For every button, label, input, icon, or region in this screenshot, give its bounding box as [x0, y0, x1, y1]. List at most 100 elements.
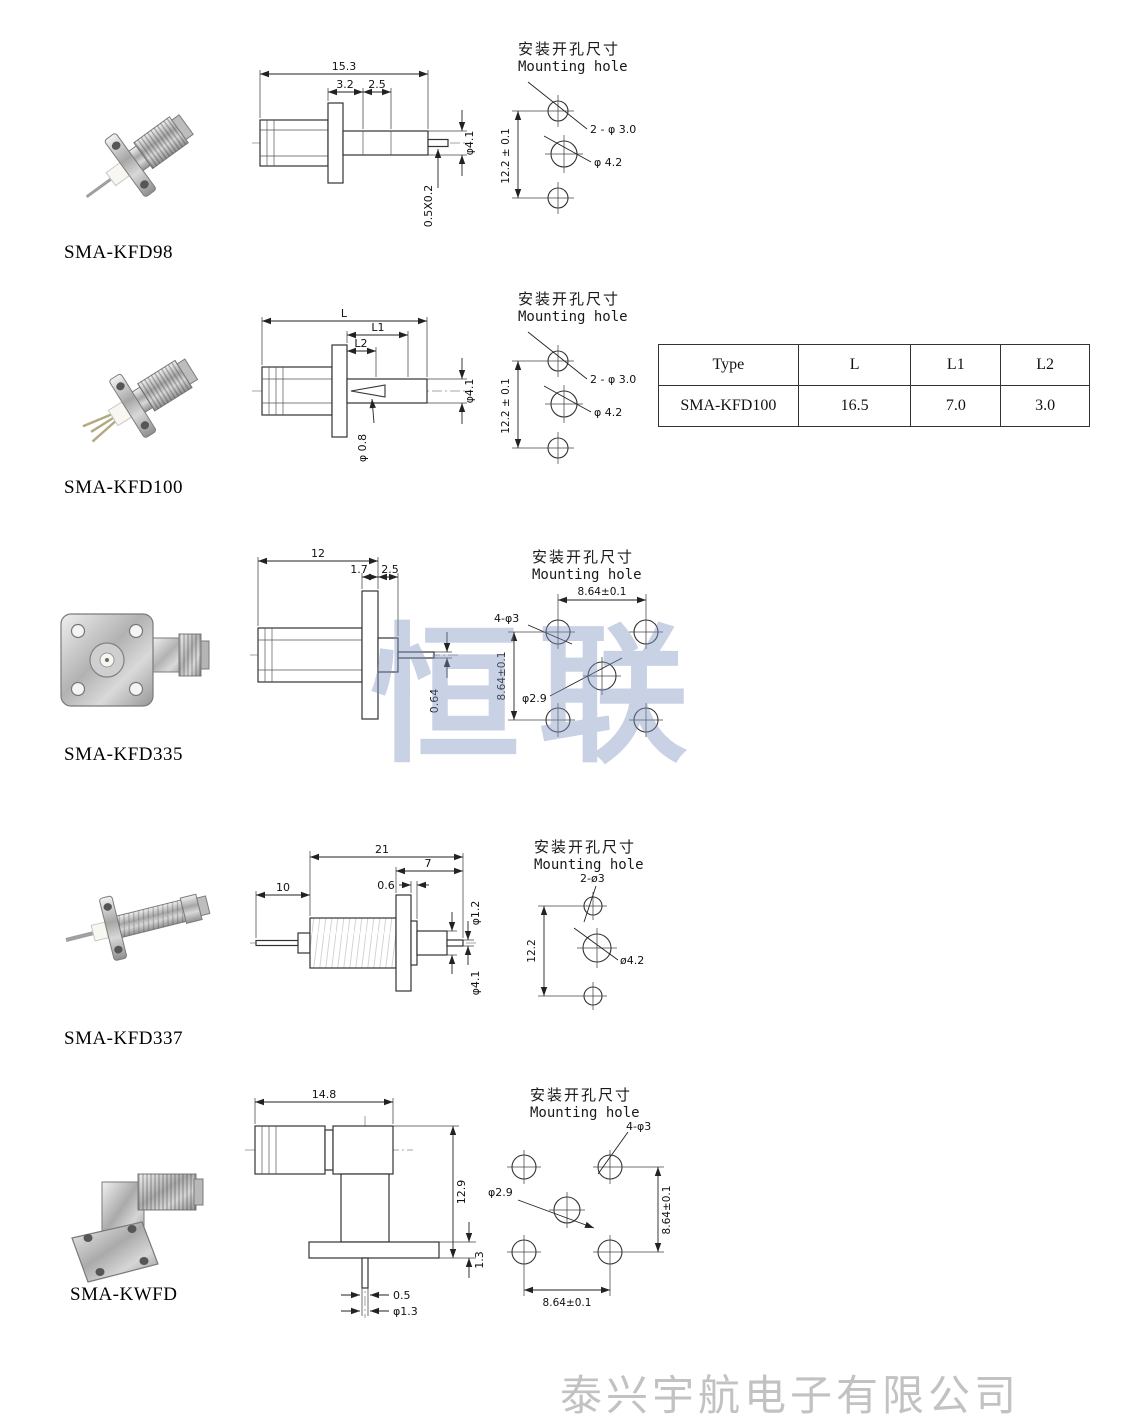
- kfd98-photo: [85, 114, 194, 199]
- kfd98-drawing: 15.3 3.2 2.5 φ4.1 0.5X0.2: [252, 60, 476, 228]
- col-header-type: Type: [658, 344, 799, 386]
- dimensions: 21 7 0.6 10 φ1.2 φ4.1: [255, 843, 482, 996]
- dim-a: 1.7: [350, 563, 368, 576]
- company-watermark: 泰兴宇航电子有限公司: [560, 1374, 1021, 1420]
- connector-photo-body: [71, 1173, 204, 1283]
- col-header-l1: L1: [910, 344, 1002, 386]
- kfd337-mounting-diagram: 2-ø3 ø4.2 12.2: [526, 872, 644, 1010]
- dim-c: 10: [276, 881, 290, 894]
- dim-pin-dia: φ1.2: [469, 901, 482, 926]
- dim-holes: 2 - φ 3.0: [590, 373, 636, 386]
- spec-table: Type L L1 L2 SMA-KFD100 16.5 7.0 3.0: [658, 344, 1090, 427]
- connector-photo-body: [82, 358, 199, 443]
- dim-pin: 0.5X0.2: [422, 185, 435, 228]
- kfd100-mounting-diagram: 2 - φ 3.0 φ 4.2 12.2 ± 0.1: [500, 331, 636, 464]
- dim-b: 2.5: [368, 78, 386, 91]
- connector-photo-body: [85, 114, 194, 199]
- dim-center-hole: φ2.9: [488, 1186, 513, 1199]
- dim-holes: 2-ø3: [580, 872, 605, 885]
- dim-overall: 15.3: [332, 60, 357, 73]
- mounting-title-en: Mounting hole: [530, 1104, 640, 1121]
- col-header-l: L: [797, 344, 912, 386]
- connector-photo-body: [60, 613, 210, 707]
- side-view-outline: [250, 894, 478, 992]
- cell-type: SMA-KFD100: [658, 385, 799, 427]
- dim-b: 2.5: [381, 563, 399, 576]
- dimensions: 15.3 3.2 2.5 φ4.1 0.5X0.2: [259, 60, 476, 228]
- mounting-title-en: Mounting hole: [532, 566, 642, 583]
- dim-pitch: 12.2: [526, 939, 538, 962]
- dim-pin-w: 0.5: [393, 1289, 411, 1302]
- side-view-outline: [250, 590, 461, 720]
- dim-dia: φ4.1: [463, 379, 476, 404]
- dim-pin: φ 0.8: [356, 434, 369, 462]
- kfd335-drawing: 12 1.7 2.5 0.64: [250, 547, 461, 720]
- mounting-holes: [577, 892, 617, 1010]
- dim-pitch-side: 8.64±0.1: [496, 652, 508, 701]
- dim-a: L1: [371, 321, 384, 334]
- mounting-title-en: Mounting hole: [534, 856, 644, 873]
- kfd337-drawing: 21 7 0.6 10 φ1.2 φ4.1: [250, 843, 482, 996]
- dim-center-hole: φ 4.2: [594, 406, 622, 419]
- dim-a: 3.2: [336, 78, 354, 91]
- dim-dia: φ4.1: [463, 131, 476, 156]
- dimensions: L L1 L2 φ4.1 φ 0.8: [261, 307, 476, 462]
- mounting-title-cn: 安装开孔尺寸: [530, 1086, 633, 1104]
- dim-pitch-right: 8.64±0.1: [661, 1186, 673, 1235]
- dim-overall: 14.8: [312, 1088, 337, 1101]
- dim-flange: 1.3: [473, 1251, 486, 1269]
- mounting-title-en: Mounting hole: [518, 58, 628, 75]
- mounting-title: 安装开孔尺寸 Mounting hole: [534, 838, 644, 874]
- mounting-holes: [541, 615, 663, 737]
- model-label-kfd335: SMA-KFD335: [64, 744, 184, 765]
- mounting-holes: [507, 1150, 627, 1269]
- kfd100-photo: [82, 358, 199, 443]
- dim-b: 0.6: [377, 879, 395, 892]
- cell-l1: 7.0: [910, 385, 1002, 427]
- kwfd-mounting-diagram: 4-φ3 φ2.9 8.64±0.1 8.64±0.1: [488, 1120, 673, 1309]
- mounting-title: 安装开孔尺寸 Mounting hole: [532, 548, 642, 584]
- dim-b: L2: [354, 337, 367, 350]
- mounting-holes: [542, 95, 583, 214]
- mounting-title-cn: 安装开孔尺寸: [532, 548, 635, 566]
- dim-pitch-bottom: 8.64±0.1: [543, 1297, 592, 1309]
- mounting-title-en: Mounting hole: [518, 308, 628, 325]
- dim-pin-dia: φ1.3: [393, 1305, 418, 1318]
- mounting-title: 安装开孔尺寸 Mounting hole: [518, 290, 628, 326]
- dim-center-hole: ø4.2: [620, 954, 644, 967]
- kfd337-photo: [65, 893, 211, 961]
- model-label-kfd337: SMA-KFD337: [64, 1028, 184, 1049]
- dim-center-hole: φ 4.2: [594, 156, 622, 169]
- model-label-kfd100: SMA-KFD100: [64, 477, 184, 498]
- connector-photo-body: [65, 893, 211, 961]
- cell-l2: 3.0: [1000, 385, 1090, 427]
- dimensions: 12 1.7 2.5 0.64: [257, 547, 452, 714]
- side-view-outline: [252, 102, 466, 184]
- mounting-title-cn: 安装开孔尺寸: [518, 40, 621, 58]
- kfd335-mounting-diagram: 8.64±0.1 8.64±0.1 4-φ3 φ2.9: [494, 586, 663, 737]
- kfd98-mounting-diagram: 2 - φ 3.0 φ 4.2 12.2 ± 0.1: [500, 81, 636, 214]
- cell-l: 16.5: [797, 385, 912, 427]
- dim-pitch: 12.2 ± 0.1: [500, 128, 512, 184]
- mounting-title: 安装开孔尺寸 Mounting hole: [530, 1086, 640, 1122]
- dim-holes: 4-φ3: [626, 1120, 651, 1133]
- model-label-kwfd: SMA-KWFD: [70, 1284, 178, 1305]
- dim-dia: φ4.1: [469, 971, 482, 996]
- table-row: SMA-KFD100 16.5 7.0 3.0: [658, 385, 1090, 427]
- dim-holes: 4-φ3: [494, 612, 519, 625]
- side-view-outline: [245, 1116, 440, 1318]
- dim-pitch: 12.2 ± 0.1: [500, 378, 512, 434]
- mounting-title: 安装开孔尺寸 Mounting hole: [518, 40, 628, 76]
- dimensions: 14.8 12.9 1.3 0.5 φ1.3: [254, 1088, 486, 1318]
- col-header-l2: L2: [1000, 344, 1090, 386]
- dim-tab: 0.64: [428, 689, 441, 714]
- kwfd-drawing: 14.8 12.9 1.3 0.5 φ1.3: [245, 1088, 486, 1318]
- dim-pitch-top: 8.64±0.1: [578, 586, 627, 598]
- dim-height: 12.9: [455, 1180, 468, 1205]
- table-header-row: Type L L1 L2: [658, 344, 1090, 386]
- side-view-outline: [252, 344, 470, 438]
- mounting-holes: [542, 345, 583, 464]
- kfd100-drawing: L L1 L2 φ4.1 φ 0.8: [252, 307, 476, 462]
- mounting-title-cn: 安装开孔尺寸: [534, 838, 637, 856]
